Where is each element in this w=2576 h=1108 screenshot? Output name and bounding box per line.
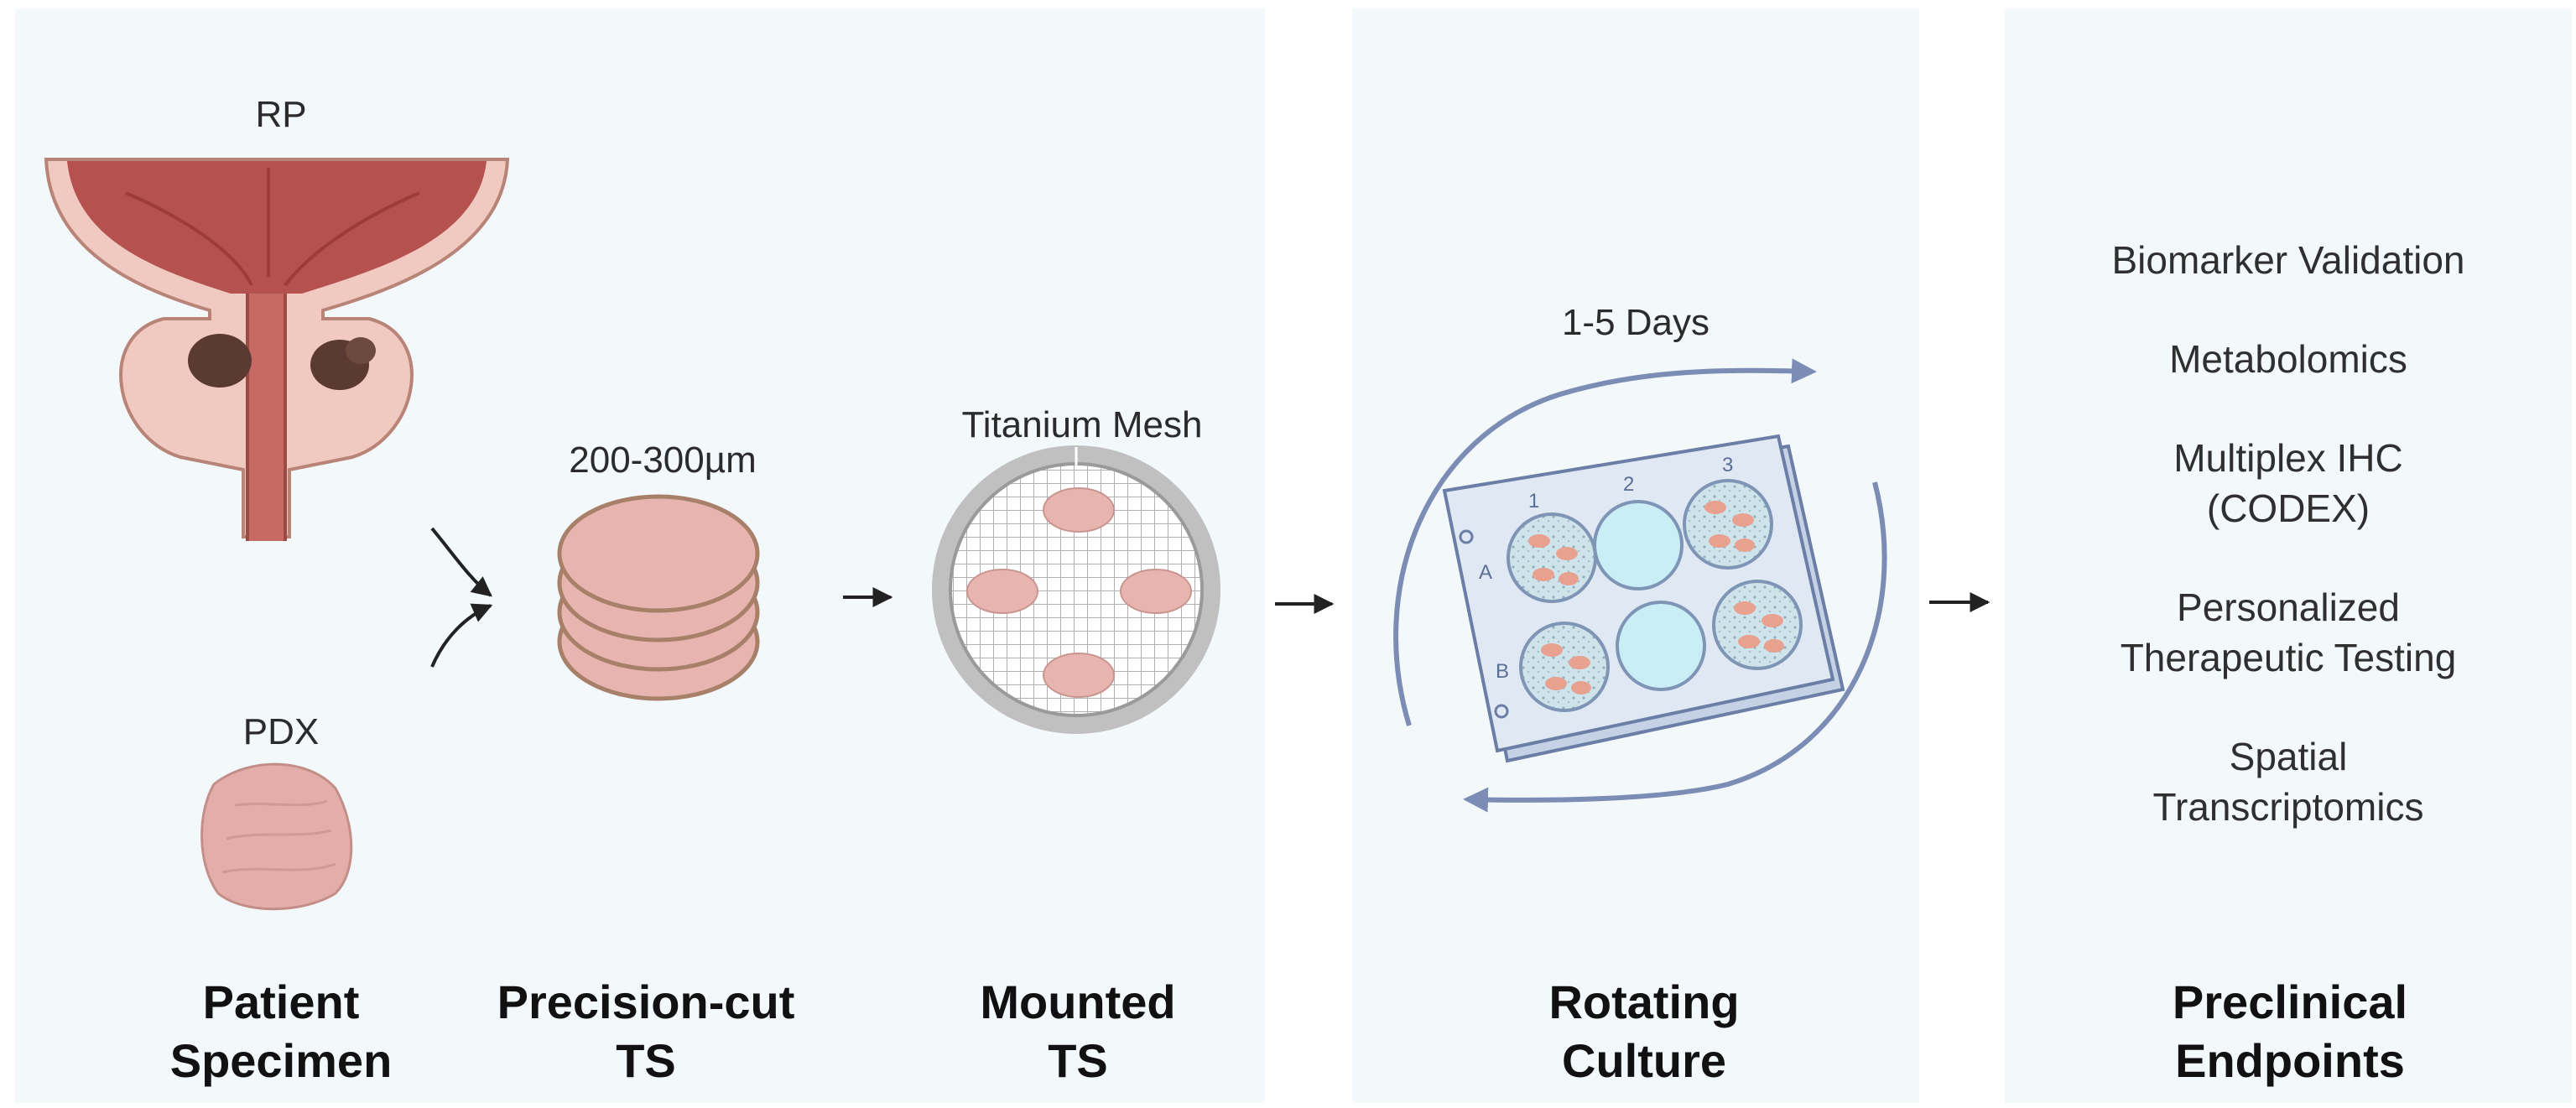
- prostate-anatomy-icon: [44, 158, 510, 541]
- stage-rotating-culture: Rotating Culture: [1510, 973, 1778, 1090]
- pdx-label: PDX: [242, 711, 320, 752]
- endpoint-line2: Transcriptomics: [2152, 785, 2424, 829]
- rp-label: RP: [255, 94, 307, 135]
- stage-title-line1: Rotating: [1548, 975, 1740, 1028]
- stage-precision-cut: Precision-cut TS: [470, 973, 822, 1090]
- stage-title-line2: TS: [616, 1034, 676, 1087]
- plate-col-1-label: 1: [1528, 490, 1539, 512]
- arrow-rp: [430, 527, 492, 597]
- stage-title-line1: Mounted: [980, 975, 1176, 1028]
- rotation-arrow-bottom: [1463, 481, 1887, 813]
- plate-row-a-label: A: [1479, 561, 1492, 584]
- stage-title-line1: Preclinical: [2172, 975, 2408, 1028]
- endpoint-line2: (CODEX): [2206, 486, 2370, 530]
- plate-col-3-label: 3: [1722, 454, 1733, 476]
- stage-title-line2: Endpoints: [2175, 1034, 2405, 1087]
- stage-title-line1: Precision-cut: [497, 975, 795, 1028]
- endpoint-line1: Multiplex IHC: [2173, 436, 2403, 480]
- arrow-pdx: [430, 603, 493, 668]
- endpoint-line1: Metabolomics: [2169, 337, 2407, 381]
- stage-title-line2: Culture: [1562, 1034, 1726, 1087]
- endpoint-item: Metabolomics: [2005, 334, 2572, 384]
- stage-mounted: Mounted TS: [939, 973, 1216, 1090]
- duration-label: 1-5 Days: [1561, 302, 1710, 343]
- plate-col-2-label: 2: [1623, 473, 1634, 496]
- stage-title-line2: Specimen: [169, 1034, 393, 1087]
- tissue-slices-icon: [557, 494, 760, 701]
- stage-preclinical-endpoints: Preclinical Endpoints: [2147, 973, 2433, 1090]
- endpoint-item: Biomarker Validation: [2005, 235, 2572, 285]
- endpoint-item: Personalized Therapeutic Testing: [2005, 582, 2572, 683]
- endpoint-line1: Biomarker Validation: [2111, 238, 2465, 282]
- endpoint-item: Multiplex IHC (CODEX): [2005, 433, 2572, 533]
- endpoint-item: Spatial Transcriptomics: [2005, 731, 2572, 832]
- stage-title-line2: TS: [1048, 1034, 1108, 1087]
- titanium-mesh-icon: [932, 445, 1220, 734]
- six-well-plate-icon: 1 2 3 A B: [1442, 434, 1845, 763]
- pdx-tissue-icon: [200, 762, 353, 911]
- endpoints-panel: [2005, 8, 2572, 1103]
- thickness-label: 200-300µm: [569, 440, 757, 481]
- endpoint-line1: Spatial: [2229, 735, 2348, 778]
- endpoints-list: Biomarker Validation Metabolomics Multip…: [2005, 235, 2572, 881]
- endpoint-line1: Personalized: [2177, 585, 2400, 629]
- rotation-arrow-top: [1393, 358, 1817, 726]
- endpoint-line2: Therapeutic Testing: [2120, 636, 2457, 679]
- plate-row-b-label: B: [1496, 660, 1509, 683]
- stage-title-line1: Patient: [202, 975, 360, 1028]
- mesh-label: Titanium Mesh: [961, 404, 1203, 445]
- stage-patient-specimen: Patient Specimen: [143, 973, 419, 1090]
